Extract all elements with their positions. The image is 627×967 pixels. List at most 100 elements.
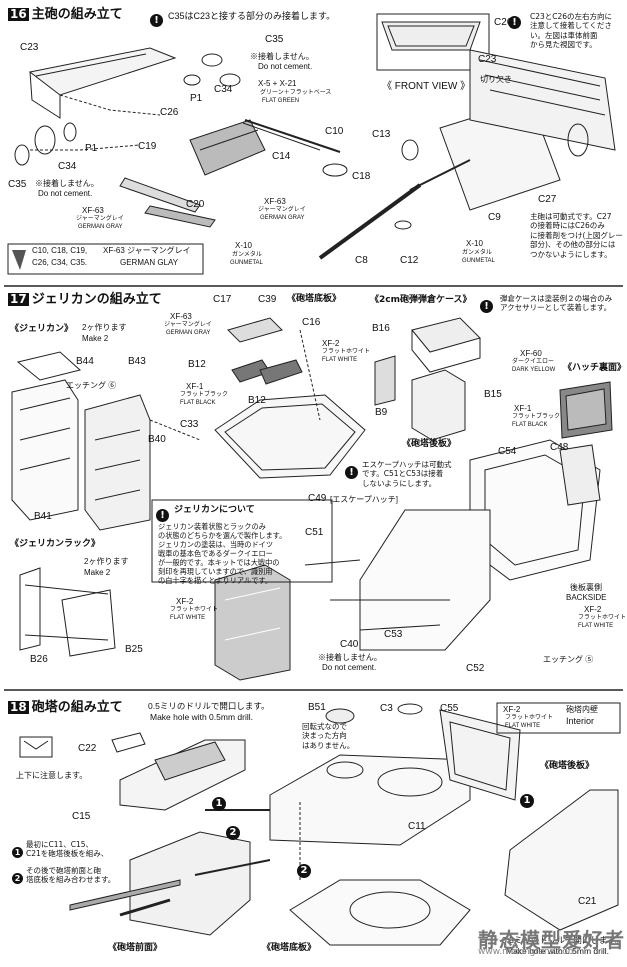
color-x10-ja: ガンメタル [232,252,262,258]
etching5: エッチング ⑤ [543,655,594,664]
front-view-label: 《 FRONT VIEW 》 [382,81,471,92]
part-c27: C27 [538,194,557,205]
part-b51: B51 [308,702,326,713]
nocement-ja: ※接着しません。 [250,52,314,61]
part-b16: B16 [372,323,390,334]
escape-hatch-label: [エスケープハッチ] [330,495,398,504]
part-c39: C39 [258,294,277,305]
color-xf63: XF-63 [170,312,192,321]
interior-ja: 砲塔内壁 [566,705,598,714]
part-c35-left: C35 [8,179,27,190]
nocement-ja-17: ※接着しません。 [318,653,382,662]
note-bottom: 主砲は可動式です。C27 の接着時にはC26のみ に接着剤をつけ(上図グレー 部… [530,212,623,259]
step-circle-1a: 1 [212,793,226,811]
color-x10-r: X-10 [466,239,483,248]
part-c19: C19 [138,141,157,152]
color-xf2-r: XF-2 [584,605,602,614]
part-c17: C17 [213,294,232,305]
part-c54: C54 [498,446,517,457]
color-x10-r-ja: ガンメタル [462,250,492,256]
color-x10-en: GUNMETAL [230,260,263,266]
color-xf63-ja: ジャーマングレイ [164,322,212,328]
part-p1-left: P1 [85,143,98,154]
color-xf63-b-ja: ジャーマングレイ [76,216,124,222]
part-b44: B44 [76,356,94,367]
part-c9: C9 [488,212,501,223]
watermark-logo: 静态模型爱好者 [478,928,625,952]
color-x5-en: FLAT GREEN [262,98,300,104]
step-number: 17 [8,292,29,306]
step18-art [19,702,621,946]
part-b26: B26 [30,654,48,665]
part-c10: C10 [325,126,344,137]
color-xf1-r-en: FLAT BLACK [512,422,548,428]
escape-note: エスケープハッチは可動式 です。C51とC53は接着 しないようにします。 [362,460,452,488]
part-c16: C16 [302,317,321,328]
legend-color: XF-63 ジャーマングレイ [103,246,191,255]
color-xf2-18-ja: フラットホワイト [505,715,554,721]
nocement-ja-2: ※接着しません。 [35,179,99,188]
part-c34-left: C34 [58,161,77,172]
make2-en: Make 2 [82,334,109,343]
part-c3: C3 [380,703,393,714]
legend-parts-1: C10, C18, C19, [32,246,88,255]
color-x10: X-10 [235,241,252,250]
color-xf63-ja: ジャーマングレイ [258,207,306,213]
color-xf1-ja: フラットブラック [180,392,229,398]
part-c22: C22 [78,743,97,754]
note-right: C23とC26の左右方向に 注意して接着してくださ い。左図は車体前面 から見た… [530,12,613,50]
make2-ja: 2ヶ作ります [82,323,127,332]
part-c12: C12 [400,255,419,266]
step-circle-2a: 2 [226,822,240,840]
part-c55: C55 [440,703,459,714]
step-title: ジェリカンの組み立て [31,292,162,307]
ammo-case-sub: 《2cm砲弾弾倉ケース》 [370,295,472,305]
part-c20: C20 [186,199,205,210]
color-xf2-18-en: FLAT WHITE [505,723,541,729]
backside-en: BACKSIDE [566,593,607,602]
warn-icon-17: ! [480,296,493,313]
drill-en: Make hole with 0.5mm drill. [150,712,253,722]
part-c11: C11 [408,821,426,832]
color-xf2-b: XF-2 [176,597,194,606]
front-sub: 《砲塔前面》 [108,943,163,953]
step-title: 主砲の組み立て [31,7,123,22]
part-b15: B15 [484,389,502,400]
warn-icon-16: ! [150,10,163,27]
warn-icon-16b: ! [508,12,521,29]
color-xf60: XF-60 [520,349,542,358]
legend-color-en: GERMAN GLAY [120,258,179,267]
color-xf63-en: GERMAN GRAY [260,215,305,221]
legend-parts-2: C26, C34, C35. [32,258,88,267]
step2-text: その後で砲塔前面と砲 塔底板を組み合わせます。 [26,866,116,885]
part-c52: C52 [466,663,485,674]
part-b12b: B12 [248,395,266,406]
watermark-url: www.moxingfans.com [478,947,577,957]
step-circle-1-legend: 1 [12,842,23,859]
color-xf63-en: GERMAN GRAY [166,330,211,336]
part-c34-top: C34 [214,84,233,95]
make2-en-2: Make 2 [84,568,111,577]
part-c40: C40 [340,639,359,650]
part-c26: C26 [160,107,179,118]
note-top: C35はC23と接する部分のみ接着します。 [168,11,336,21]
rack-sub: 《ジェリカンラック》 [10,539,101,549]
part-c14: C14 [272,151,291,162]
step-circle-1b: 1 [520,790,534,808]
color-xf2-b-ja: フラットホワイト [170,607,219,613]
part-c35-top: C35 [265,34,284,45]
nocement-en-2: Do not cement. [38,189,93,198]
color-xf63-b: XF-63 [82,206,104,215]
part-c51: C51 [305,527,324,538]
about-text: ジェリカン装着状態とラックのみ の状態のどちらかを選んで製作します。 ジェリカン… [158,522,287,585]
rear-sub: 《砲塔後板》 [540,761,595,771]
updown-note: 上下に注意します。 [16,771,88,780]
step17-art [11,317,613,681]
warn-icon-about: ! [156,505,169,522]
color-xf2: XF-2 [322,339,340,348]
step-circle-2-legend: 2 [12,868,23,885]
part-b12a: B12 [188,359,206,370]
